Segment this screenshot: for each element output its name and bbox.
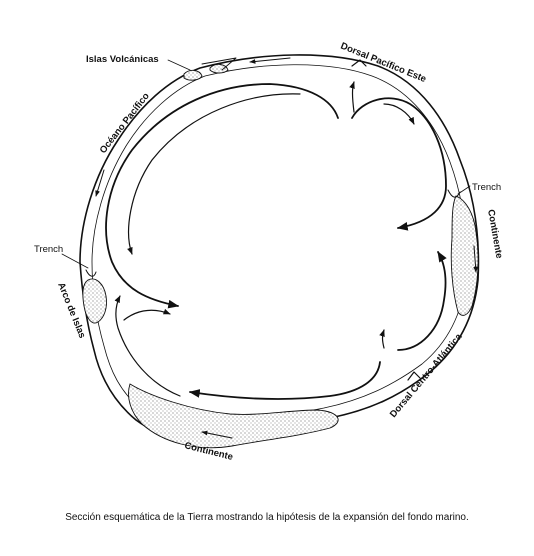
bottom-continent bbox=[128, 383, 339, 449]
label-islas-volcanicas: Islas Volcánicas bbox=[86, 54, 159, 65]
volcanic-islands bbox=[183, 63, 229, 81]
island-arc bbox=[82, 278, 107, 324]
pacific-ridge-mark bbox=[351, 59, 367, 67]
convection-arrow-left-inner bbox=[123, 308, 171, 321]
atlantic-ridge-mark bbox=[407, 371, 421, 381]
convection-arrow-upper-left bbox=[105, 83, 339, 309]
label-trench-left: Trench bbox=[34, 244, 63, 255]
leader-islas-volcanicas bbox=[167, 59, 191, 71]
crust-arrow-left bbox=[95, 169, 105, 197]
label-dorsal-centro-atlantica: Dorsal Centro-Atlántica bbox=[388, 331, 465, 420]
label-dorsal-pacifico-este: Dorsal Pacífico Este bbox=[339, 41, 428, 85]
crust-arrow-bottom bbox=[201, 430, 233, 439]
right-continent bbox=[450, 195, 479, 316]
convection-arrow-upper-right bbox=[351, 97, 447, 231]
convection-arrow-ridge-up bbox=[349, 81, 355, 113]
convection-arrow-lower-left bbox=[114, 295, 181, 397]
convection-arrow-upper-left-inner bbox=[127, 93, 301, 255]
volcanic-island-spike bbox=[201, 57, 237, 71]
convection-arrow-right-small bbox=[383, 103, 415, 125]
label-trench-right: Trench bbox=[472, 182, 501, 193]
crust-arrow-right bbox=[473, 245, 478, 273]
convection-arrow-lower-right bbox=[397, 251, 447, 351]
crust-arrow-top bbox=[249, 57, 291, 64]
leader-trench-right bbox=[457, 185, 471, 195]
convection-arrow-lower bbox=[188, 361, 381, 400]
leader-trench-left bbox=[61, 253, 89, 269]
label-oceano-pacifico: Océano Pacífico bbox=[98, 91, 152, 156]
figure-caption: Sección esquemática de la Tierra mostran… bbox=[65, 512, 469, 523]
trench-left bbox=[85, 269, 97, 277]
label-continente-right: Continente bbox=[485, 209, 504, 260]
convection-arrow-lower-right-up bbox=[379, 329, 385, 349]
